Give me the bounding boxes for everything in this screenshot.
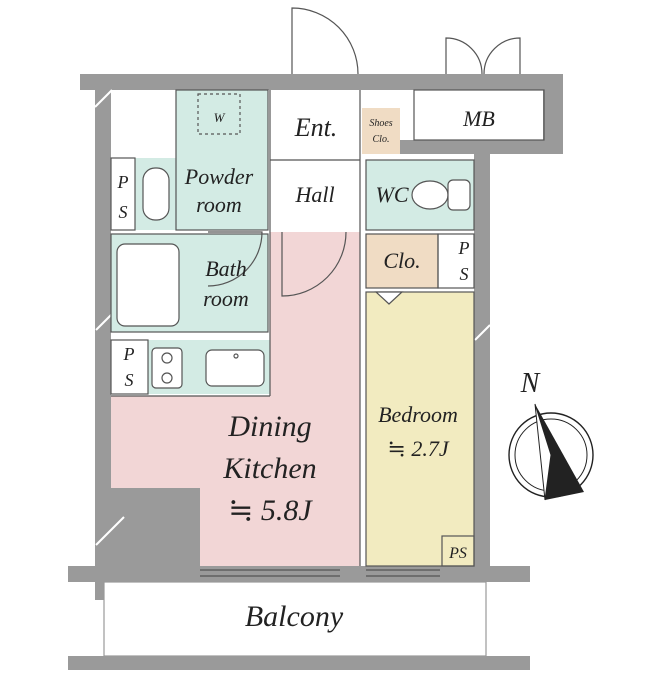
meter-box-label: MB	[462, 106, 495, 131]
wc-label: WC	[376, 182, 409, 207]
dining-kitchen-label-line3: ≒ 5.8J	[228, 494, 313, 527]
balcony	[68, 581, 530, 670]
mb-door-left	[445, 37, 483, 75]
washer-label: W	[214, 110, 226, 125]
kitchen-sink-icon	[205, 349, 265, 387]
mb-wall-right	[543, 74, 563, 154]
doors	[200, 7, 521, 577]
labels: Ent. Shoes Clo. MB W Powder room Hall WC…	[117, 106, 495, 633]
interior-lines	[110, 89, 545, 567]
bath-room-label-line2: room	[203, 286, 249, 311]
toilet-icon	[411, 180, 449, 210]
room-fills	[111, 90, 474, 566]
hall-label: Hall	[294, 182, 334, 207]
ps-right-s: S	[460, 264, 469, 284]
shoes-closet-label-line2: Clo.	[373, 134, 390, 145]
bath-door	[207, 231, 263, 287]
dining-kitchen-area	[111, 232, 360, 566]
dining-kitchen-label-line2: Kitchen	[222, 452, 316, 485]
bath-room-label-line1: Bath	[205, 256, 247, 281]
dining-kitchen-label-line1: Dining	[227, 410, 311, 443]
washbasin-icon	[142, 167, 170, 221]
mb-door-right	[483, 37, 521, 75]
powder-room-area	[176, 90, 268, 230]
balcony-label: Balcony	[245, 600, 344, 633]
ps-left-top-p: P	[117, 172, 129, 192]
outer-wall-top	[80, 74, 563, 90]
fixtures	[116, 167, 471, 389]
powder-room-label-line1: Powder	[184, 164, 254, 189]
compass-north-label: N	[520, 368, 541, 399]
closet-door-triangle	[374, 291, 404, 305]
wall-top-right-step	[400, 140, 563, 154]
bedroom-area	[366, 292, 474, 566]
walls	[68, 74, 563, 600]
powder-room-label-line2: room	[196, 192, 242, 217]
hall-door	[281, 231, 347, 297]
ps-left-mid-p: P	[123, 344, 135, 364]
bathtub-icon	[116, 243, 180, 327]
shoes-closet-label-line1: Shoes	[369, 118, 392, 129]
bedroom-label-line2: ≒ 2.7J	[387, 436, 449, 461]
closet-area	[366, 234, 438, 288]
ps-bedroom: PS	[448, 545, 467, 562]
bottom-left-block	[95, 488, 200, 600]
stove-icon	[151, 347, 183, 389]
ps-left-top-s: S	[119, 202, 128, 222]
entrance-door	[291, 7, 359, 75]
outer-wall-left	[95, 74, 111, 600]
ps-left-mid-s: S	[125, 370, 134, 390]
entrance-label: Ent.	[294, 113, 338, 142]
ps-right-p: P	[458, 238, 470, 258]
closet-label: Clo.	[383, 248, 420, 273]
compass: N	[508, 368, 594, 501]
bedroom-label-line1: Bedroom	[378, 402, 458, 427]
shoes-closet-area	[362, 108, 400, 154]
outer-wall-right	[474, 150, 490, 580]
